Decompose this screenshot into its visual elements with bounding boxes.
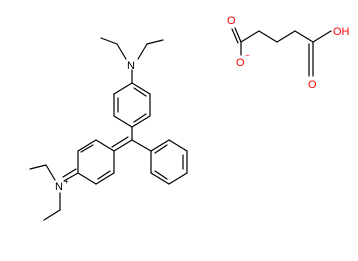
glutarate-anion: O O − OH O — [227, 15, 350, 91]
carboxylate-oxygen-single: O — [236, 57, 245, 69]
central-carbon-bonds — [111, 126, 152, 152]
acid-oxygen-double: O — [308, 79, 317, 91]
amine-nitrogen-label: N — [127, 60, 135, 72]
phenyl-ring-right — [150, 139, 188, 185]
iminium-charge-label: + — [64, 177, 69, 186]
carboxylate-oxygen-double: O — [227, 15, 236, 27]
acid-hydroxyl-label: OH — [333, 26, 350, 38]
quinoid-ring — [77, 139, 115, 185]
diethyliminium-group: N + — [29, 164, 79, 221]
carboxylate-charge: − — [245, 51, 250, 60]
phenyl-ring-top — [113, 82, 151, 128]
diethylamino-group-top: N — [100, 37, 164, 84]
iminium-nitrogen-label: N — [55, 181, 63, 193]
